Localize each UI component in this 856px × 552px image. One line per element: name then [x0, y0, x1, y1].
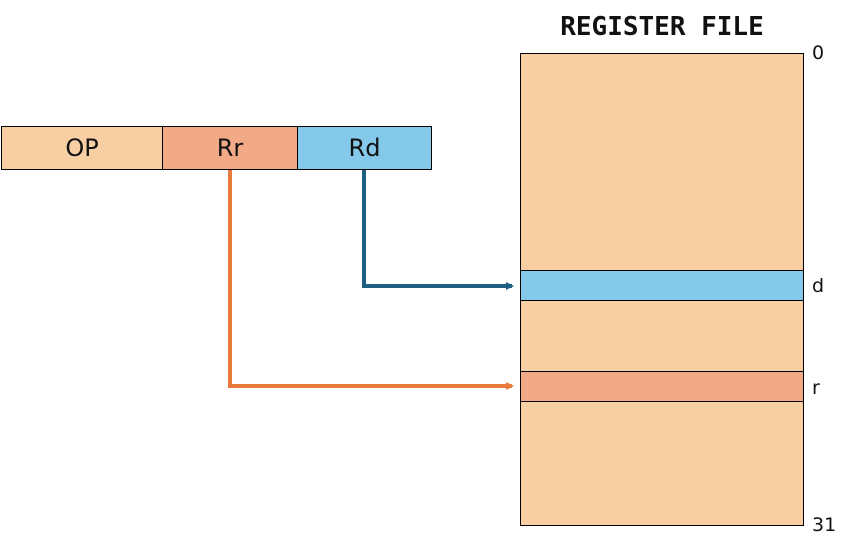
- rd-field: Rd: [297, 126, 432, 170]
- op-field: OP: [1, 126, 163, 170]
- register-d-row: [520, 270, 804, 301]
- register-index-0: 0: [812, 42, 825, 64]
- rr-arrow: [228, 170, 514, 390]
- register-file-title: REGISTER FILE: [560, 12, 764, 42]
- register-index-31: 31: [812, 514, 837, 536]
- register-index-r: r: [812, 377, 820, 399]
- register-r-row: [520, 371, 804, 402]
- register-index-d: d: [812, 275, 825, 297]
- rd-arrow: [362, 170, 514, 290]
